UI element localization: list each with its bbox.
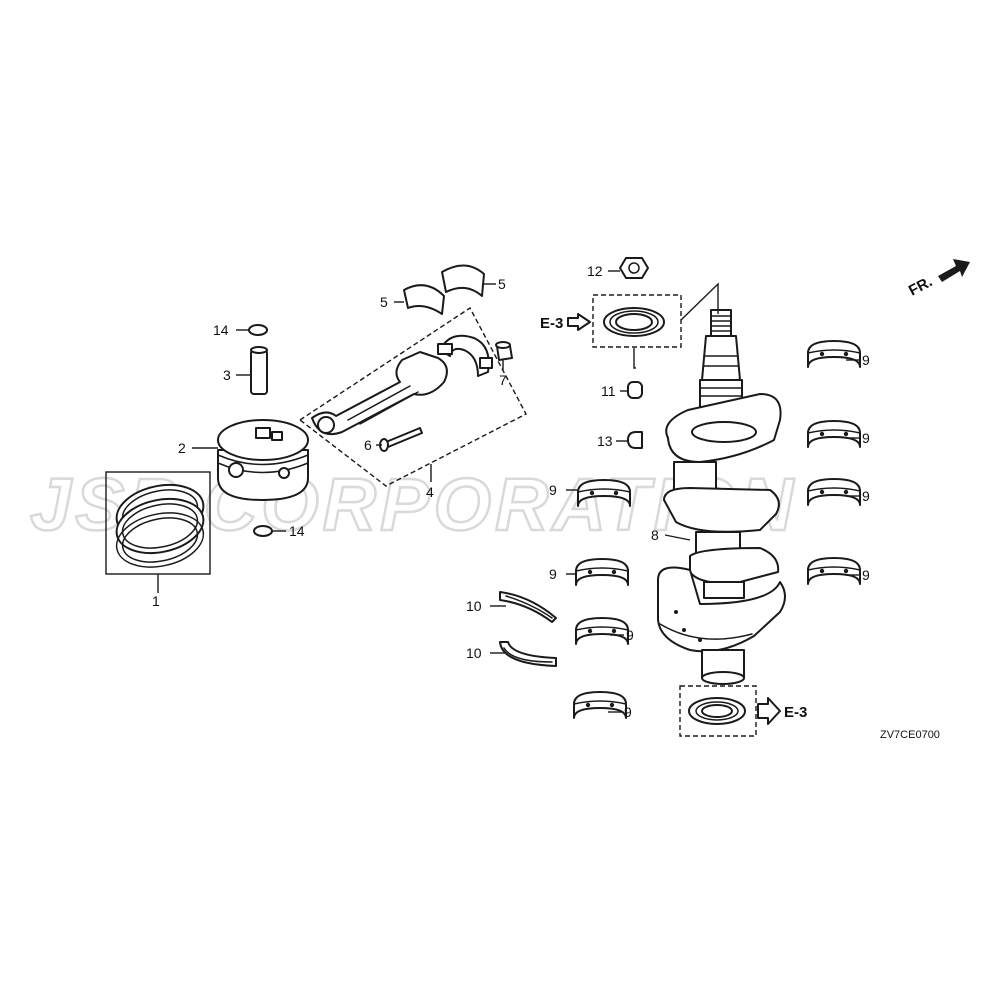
callout-5-lower[interactable]: 5 <box>380 294 388 310</box>
callout-9-right-1[interactable]: 9 <box>862 352 870 368</box>
main-bearing-right-4[interactable] <box>807 557 861 585</box>
piston-pin-clip-top[interactable] <box>248 324 268 336</box>
callout-5-upper[interactable]: 5 <box>498 276 506 292</box>
callout-11[interactable]: 11 <box>601 383 616 399</box>
conrod-bearing-upper[interactable] <box>441 264 485 297</box>
callout-13[interactable]: 13 <box>597 433 613 449</box>
diagram-code: ZV7CE0700 <box>880 729 940 741</box>
connecting-rod[interactable] <box>311 351 448 436</box>
woodruff-key-upper[interactable] <box>627 381 643 399</box>
piston-pin-clip-bottom[interactable] <box>253 525 273 537</box>
callout-7[interactable]: 7 <box>499 372 507 388</box>
upper-oil-seal[interactable] <box>603 307 665 337</box>
main-bearing-left-2[interactable] <box>575 558 629 586</box>
piston-pin[interactable] <box>250 346 268 395</box>
main-bearing-left-4[interactable] <box>573 691 627 719</box>
piston-rings-group[interactable] <box>105 471 211 575</box>
callout-9-left-3[interactable]: 9 <box>626 627 634 643</box>
callout-10-upper[interactable]: 10 <box>466 598 482 614</box>
main-bearing-right-3[interactable] <box>807 478 861 506</box>
callout-1[interactable]: 1 <box>152 593 160 609</box>
front-direction-arrow-icon <box>938 259 970 282</box>
callout-9-left-2[interactable]: 9 <box>549 566 557 582</box>
conrod-bearing-lower[interactable] <box>403 284 445 315</box>
main-bearing-right-1[interactable] <box>807 340 861 368</box>
callout-12[interactable]: 12 <box>587 263 603 279</box>
callout-14-top[interactable]: 14 <box>213 322 229 338</box>
upper-reference-label[interactable]: E-3 <box>540 315 563 332</box>
lower-oil-seal[interactable] <box>688 697 746 725</box>
front-direction-indicator: FR. <box>906 259 970 300</box>
woodruff-key-lower[interactable] <box>627 431 643 449</box>
callout-9-right-4[interactable]: 9 <box>862 567 870 583</box>
lower-oil-seal-box <box>679 685 757 737</box>
lower-reference-arrow-icon <box>757 697 781 725</box>
upper-reference-arrow-icon <box>567 313 591 331</box>
callout-6[interactable]: 6 <box>364 437 372 453</box>
thrust-washer-upper[interactable] <box>499 591 557 623</box>
crankshaft-nut[interactable] <box>619 257 649 279</box>
connecting-rod-bolt[interactable] <box>379 427 423 452</box>
callout-9-left-4[interactable]: 9 <box>624 704 632 720</box>
upper-oil-seal-box <box>592 294 682 348</box>
connecting-rod-nut[interactable] <box>495 341 513 361</box>
callout-9-right-2[interactable]: 9 <box>862 430 870 446</box>
main-bearing-right-2[interactable] <box>807 420 861 448</box>
callout-3[interactable]: 3 <box>223 367 231 383</box>
thrust-washer-lower[interactable] <box>499 641 557 667</box>
crankshaft[interactable] <box>657 309 786 685</box>
callout-4[interactable]: 4 <box>426 484 434 500</box>
connecting-rod-cap[interactable] <box>437 334 493 377</box>
front-direction-label: FR. <box>906 273 935 299</box>
connecting-rod-box <box>298 306 527 487</box>
main-bearing-left-3[interactable] <box>575 617 629 645</box>
callout-2[interactable]: 2 <box>178 440 186 456</box>
callout-9-left-1[interactable]: 9 <box>549 482 557 498</box>
callout-14-bottom[interactable]: 14 <box>289 523 305 539</box>
callout-10-lower[interactable]: 10 <box>466 645 482 661</box>
callout-8[interactable]: 8 <box>651 527 659 543</box>
callout-9-right-3[interactable]: 9 <box>862 488 870 504</box>
lower-reference-label[interactable]: E-3 <box>784 704 807 721</box>
piston[interactable] <box>217 419 309 501</box>
